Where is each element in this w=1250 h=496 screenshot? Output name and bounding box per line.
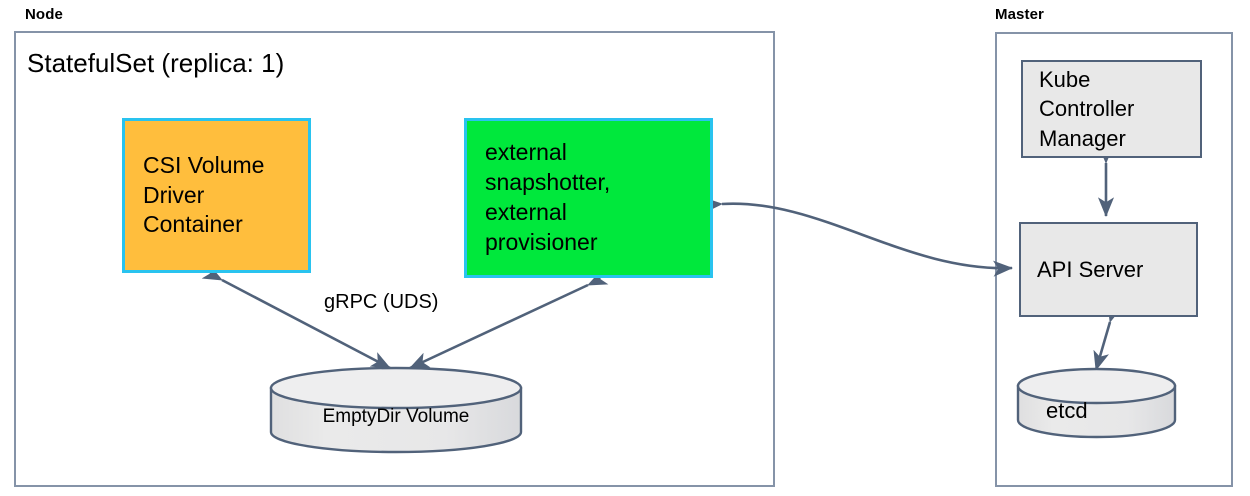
kcm-line-2: Controller: [1039, 96, 1135, 122]
sidecars-line-4: provisioner: [485, 228, 598, 255]
kcm-line-3: Manager: [1039, 125, 1126, 151]
statefulset-title: StatefulSet (replica: 1): [27, 48, 285, 78]
api-server-label: API Server: [1037, 256, 1144, 282]
api-server-text: API Server: [1021, 255, 1196, 284]
sidecars-line-1: external: [485, 139, 567, 166]
sidecars-line-3: external: [485, 199, 567, 225]
external-sidecars-text: external snapshotter, external provision…: [467, 138, 710, 258]
external-sidecars-box[interactable]: external snapshotter, external provision…: [464, 118, 713, 278]
csi-volume-driver-container-box[interactable]: CSI Volume Driver Container: [122, 118, 311, 273]
csi-driver-line-3: Container: [143, 211, 243, 238]
grpc-uds-edge-label: gRPC (UDS): [324, 291, 439, 313]
master-zone-label: Master: [995, 6, 1044, 23]
csi-driver-line-1: CSI Volume: [143, 151, 265, 178]
emptydir-volume-label: EmptyDir Volume: [322, 406, 470, 427]
csi-volume-driver-text: CSI Volume Driver Container: [125, 151, 308, 241]
node-zone-label: Node: [25, 6, 63, 23]
csi-driver-line-2: Driver: [143, 181, 205, 208]
kube-controller-manager-box[interactable]: Kube Controller Manager: [1021, 60, 1202, 158]
kcm-line-1: Kube: [1039, 67, 1091, 93]
emptydir-volume-node[interactable]: EmptyDir Volume: [271, 406, 521, 432]
kube-controller-manager-text: Kube Controller Manager: [1023, 65, 1200, 152]
etcd-node[interactable]: etcd: [1018, 398, 1175, 424]
api-server-box[interactable]: API Server: [1019, 222, 1198, 317]
etcd-label: etcd: [1046, 398, 1088, 423]
sidecars-line-2: snapshotter,: [485, 169, 611, 196]
